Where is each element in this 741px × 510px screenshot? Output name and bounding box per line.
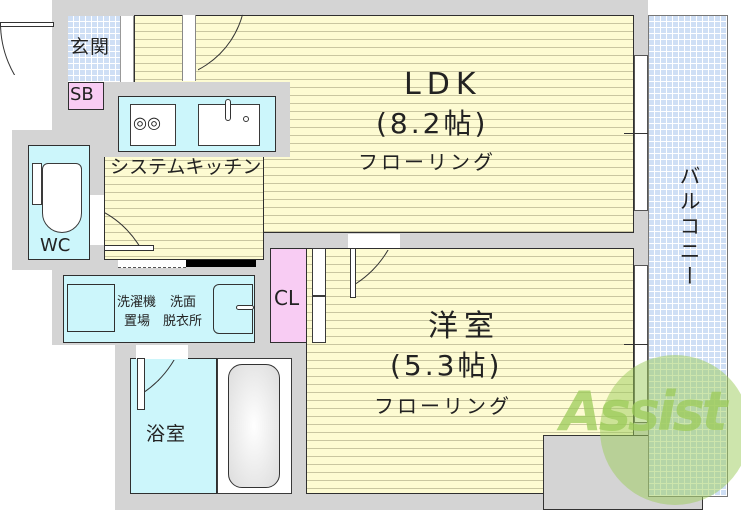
western-room-name: 洋室 — [428, 309, 500, 344]
watermark-circle — [600, 355, 741, 505]
ldk-floor-type: フローリング — [358, 150, 496, 174]
closet[interactable] — [270, 248, 312, 343]
washer-label-1: 洗濯機 — [117, 295, 157, 310]
toilet-label: WC — [40, 235, 71, 256]
washer-label-2: 置場 — [124, 314, 151, 329]
bathroom-door-opening — [136, 345, 188, 359]
shoe-box-label: SB — [70, 84, 94, 105]
entrance-door-strip — [120, 16, 134, 82]
drain-icon — [243, 116, 249, 122]
toilet-bowl[interactable] — [42, 163, 82, 233]
ldk-size: (8.2帖) — [376, 107, 489, 140]
kitchen-label: システムキッチン — [110, 156, 262, 178]
closet-door-bottom-overlay[interactable] — [312, 296, 326, 343]
wall-cutout-left-lower — [0, 270, 48, 350]
wall-cutout-left-mid — [0, 345, 115, 510]
bathroom-door-leaf[interactable] — [137, 358, 145, 410]
faucet-icon — [225, 99, 231, 121]
watermark-text: Assist — [560, 380, 728, 443]
sliding-partition — [118, 260, 186, 268]
ldk-door-opening — [182, 15, 196, 81]
washroom-label-1: 洗面 — [170, 295, 197, 310]
vanity-faucet-icon — [236, 305, 254, 310]
closet-door-top-overlay[interactable] — [312, 248, 326, 296]
western-room-door-opening — [348, 234, 400, 248]
toilet-tank — [32, 163, 42, 205]
stove[interactable] — [130, 104, 176, 146]
bathroom-label: 浴室 — [146, 423, 187, 445]
western-room-floor-type: フローリング — [374, 394, 512, 418]
western-room-door-leaf[interactable] — [350, 248, 356, 298]
closet-label: CL — [274, 286, 300, 310]
balcony-label: バルコニー — [677, 165, 701, 290]
burner-icon: ◎◎ — [133, 113, 161, 132]
partition-wall — [186, 260, 256, 267]
western-room-window-mark — [624, 344, 658, 345]
ldk-window-mark — [624, 133, 658, 134]
bathtub-basin — [228, 364, 280, 488]
shoe-box — [68, 82, 104, 110]
washroom-label-2: 脱衣所 — [163, 314, 203, 329]
entrance-floor — [68, 16, 120, 82]
toilet-door-leaf[interactable] — [104, 245, 154, 251]
entrance-label: 玄関 — [70, 36, 111, 58]
front-door-leaf[interactable] — [0, 22, 54, 27]
washer-space[interactable] — [67, 284, 115, 332]
western-room-size: (5.3帖) — [390, 349, 503, 382]
ldk-name: LDK — [404, 67, 482, 102]
toilet-door-opening — [90, 195, 104, 245]
assist-watermark: Assist — [560, 355, 741, 510]
